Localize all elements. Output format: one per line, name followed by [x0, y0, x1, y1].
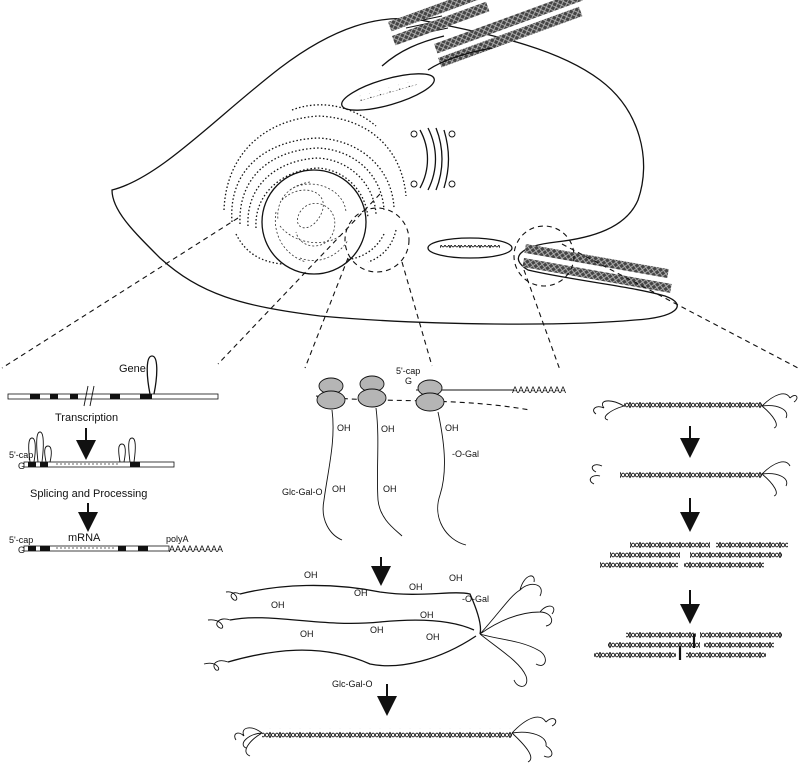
mrna-label: mRNA [68, 532, 101, 544]
oh-label: OH [449, 573, 463, 583]
ribosome-icon [415, 379, 445, 412]
oh-label: OH [300, 629, 314, 639]
triple-helix-icon [620, 470, 762, 479]
gene-label: Gene [119, 363, 146, 375]
collagen-fibrils-right [522, 244, 672, 293]
nascent-chain-2 [375, 407, 403, 537]
gene-dna [7, 355, 219, 407]
golgi-apparatus [410, 127, 456, 191]
transcription-panel: Gene Transcription 5'-cap G [7, 355, 223, 555]
glc-gal-o-label: Glc-Gal-O [282, 487, 323, 497]
procollagen-triple-helix [234, 716, 557, 763]
oh-label: OH [337, 423, 351, 433]
g-label-1: G [18, 461, 25, 471]
polya-tail-2: AAAAAAAAA [512, 385, 566, 395]
nascent-chain-1 [322, 409, 343, 541]
cap-label-1: 5'-cap [9, 450, 33, 460]
rough-er [223, 104, 407, 265]
primary-transcript: 5'-cap G [9, 431, 175, 471]
zoom-guides [1, 193, 799, 371]
oh-label: OH [426, 632, 440, 642]
tropocollagen-molecule [589, 461, 791, 497]
polya-tail-1: AAAAAAAAA [169, 544, 223, 554]
staggered-assembly [600, 540, 788, 568]
oh-label: OH [304, 570, 318, 580]
g-label-2: G [18, 545, 25, 555]
polya-label: polyA [166, 534, 189, 544]
procollagen-molecule [593, 393, 798, 429]
splicing-label: Splicing and Processing [30, 488, 147, 500]
fibroblast-cell [111, 0, 678, 325]
oh-label: OH [381, 424, 395, 434]
pro-alpha-chain-bottom [227, 635, 477, 667]
glc-gal-o-label: Glc-Gal-O [332, 679, 373, 689]
oh-label: OH [354, 588, 368, 598]
nucleus [261, 169, 367, 275]
oh-label: OH [271, 600, 285, 610]
n-propeptide-loops [203, 591, 241, 671]
ribosome-icon [357, 375, 387, 408]
triple-helix-icon [624, 402, 762, 411]
pro-alpha-chain-top [239, 584, 482, 635]
collagen-fibrils-top [381, 0, 584, 71]
oh-label: OH [383, 484, 397, 494]
oh-label: OH [420, 610, 434, 620]
cap-label-2: 5'-cap [9, 535, 33, 545]
pro-alpha-chain-mid [229, 617, 475, 631]
translation-panel: 5'-cap G AAAAAAAAA OH OH OH Glc-Gal-O OH… [282, 366, 566, 586]
secretory-vesicle-upper [341, 73, 435, 111]
nascent-chain-3 [437, 411, 467, 546]
secretory-vesicle-lower [427, 237, 513, 259]
triple-helix-icon [262, 728, 512, 738]
oh-label: OH [445, 423, 459, 433]
cap-label-3: 5'-cap [396, 366, 420, 376]
crosslinked-fibril [594, 632, 782, 660]
o-gal-label: -O-Gal [462, 594, 489, 604]
transcription-label: Transcription [55, 412, 118, 424]
c-propeptide-knot [479, 575, 555, 687]
g-label-3: G [405, 376, 412, 386]
mature-mrna: 5'-cap G mRNA polyA AAAAAAAAA [9, 532, 223, 555]
cell-membrane [111, 17, 678, 325]
fibril-formation-panel [589, 393, 798, 660]
oh-label: OH [332, 484, 346, 494]
oh-label: OH [370, 625, 384, 635]
oh-label: OH [409, 582, 423, 592]
o-gal-label: -O-Gal [452, 449, 479, 459]
procollagen-assembly: OH OH OH OH -O-Gal OH OH OH OH OH Glc-Ga… [203, 570, 555, 716]
ribosome-icon [316, 377, 346, 410]
